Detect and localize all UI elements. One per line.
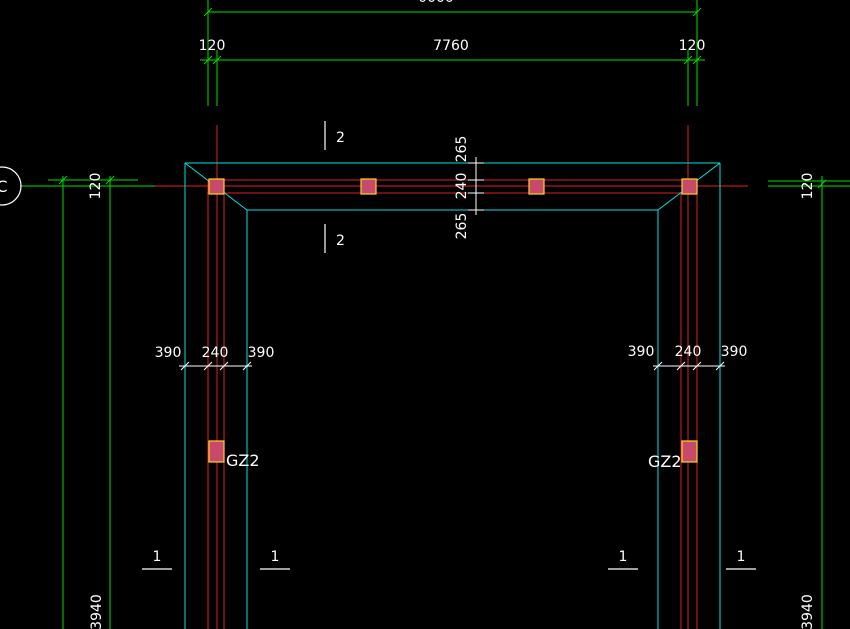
column-top-left[interactable] <box>360 178 377 195</box>
wall-dim-middle: 240 <box>454 173 470 200</box>
section-mark-top: 2 <box>336 130 345 146</box>
axis-bubble-label: C <box>0 177 8 196</box>
section-marker-1b: 1 <box>271 549 280 565</box>
section-mark-bottom: 2 <box>336 233 345 249</box>
section-marker-1d: 1 <box>737 549 746 565</box>
left-wall-dimension <box>179 361 252 371</box>
wall-dim-top: 265 <box>454 136 470 163</box>
column-label-left: GZ2 <box>226 451 260 470</box>
structural-columns <box>208 178 698 463</box>
side-dimension-group <box>20 175 850 629</box>
left-dim-wall: 240 <box>202 345 229 361</box>
top-dim-middle: 7760 <box>433 38 469 54</box>
section-marker-1c: 1 <box>619 549 628 565</box>
right-height-dim: 3940 <box>800 594 816 629</box>
axis-lines <box>155 125 748 629</box>
top-dim-right: 120 <box>679 38 706 54</box>
left-dim-inner: 390 <box>248 345 275 361</box>
left-dim-outer: 390 <box>155 345 182 361</box>
column-gz2-left[interactable] <box>208 440 225 463</box>
top-dim-left: 120 <box>199 38 226 54</box>
right-wall-dimension <box>653 361 725 371</box>
right-dim-wall: 240 <box>675 344 702 360</box>
right-edge-offset: 120 <box>800 173 816 200</box>
right-dim-inner: 390 <box>628 344 655 360</box>
column-gz2-right[interactable] <box>681 440 698 463</box>
left-edge-offset: 120 <box>88 173 104 200</box>
wall-thickness-dimension <box>468 157 484 215</box>
top-dimension-partial: 0000 <box>418 0 454 6</box>
section-mark-lines <box>142 121 756 570</box>
top-dimension-group <box>200 0 705 106</box>
right-dim-outer: 390 <box>721 344 748 360</box>
left-height-dim: 3940 <box>89 594 105 629</box>
wall-dim-bottom: 265 <box>454 213 470 240</box>
section-marker-1a: 1 <box>153 549 162 565</box>
foundation-outline <box>184 162 721 629</box>
column-label-right: GZ2 <box>648 452 682 471</box>
column-corner-left[interactable] <box>208 178 225 195</box>
column-top-right[interactable] <box>528 178 545 195</box>
axis-bubble <box>0 166 22 206</box>
column-corner-right[interactable] <box>681 178 698 195</box>
